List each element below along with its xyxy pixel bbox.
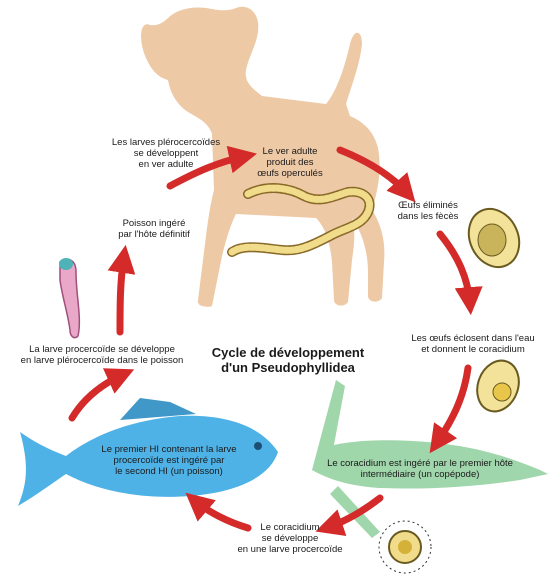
- step-fish-ingests-label: Le premier HI contenant la larve procerc…: [84, 444, 254, 477]
- plerocercoid-larva-icon: [59, 258, 79, 338]
- step-adult-worm-label: Le ver adulte produit des œufs operculés: [240, 146, 340, 179]
- egg-icon: [460, 201, 529, 276]
- step-procercoid-develops-label: Le coracidium se développe en une larve …: [222, 522, 358, 555]
- step-plerocercoid-label: La larve procercoïde se développe en lar…: [2, 344, 202, 366]
- step-eggs-feces-label: Œufs éliminés dans les fècès: [388, 200, 468, 222]
- procercoid-icon: [379, 521, 431, 573]
- step-adult-develops-label: Les larves plérocercoïdes se développent…: [96, 137, 236, 170]
- step-fish-eaten-label: Poisson ingéré par l'hôte définitif: [104, 218, 204, 240]
- diagram-title: Cycle de développement d'un Pseudophylli…: [198, 345, 378, 375]
- step-eggs-hatch-label: Les œufs éclosent dans l'eau et donnent …: [398, 333, 548, 355]
- coracidium-icon: [470, 355, 525, 418]
- step-copepod-ingests-label: Le coracidium est ingéré par le premier …: [310, 458, 530, 480]
